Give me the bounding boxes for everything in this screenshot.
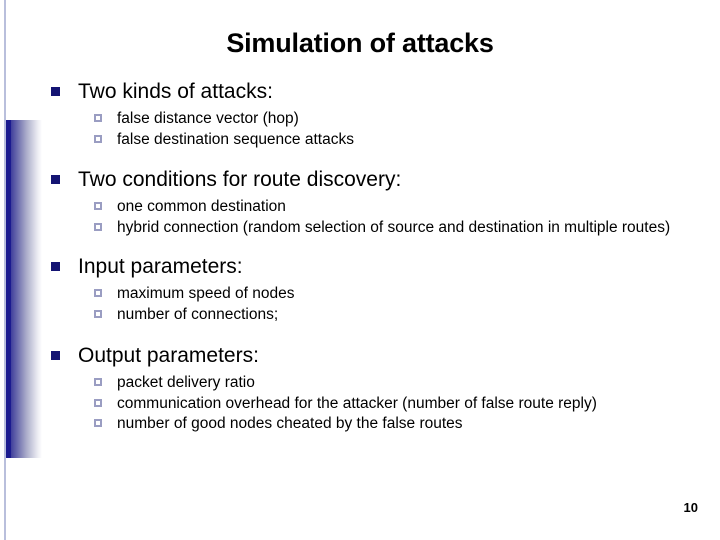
level1-bullet-label: Output parameters:	[78, 344, 259, 367]
hollow-square-bullet-icon	[94, 398, 102, 407]
level2-bullet-item: false distance vector (hop)	[46, 109, 696, 130]
page-number: 10	[683, 500, 698, 515]
level2-bullet-label: maximum speed of nodes	[117, 285, 295, 302]
bullet-group-3: Input parameters: maximum speed of nodes…	[46, 253, 696, 325]
bullet-group-1: Two kinds of attacks: false distance vec…	[46, 78, 696, 150]
level2-bullet-item: maximum speed of nodes	[46, 284, 696, 305]
square-bullet-icon	[51, 262, 60, 271]
level2-bullet-label: false destination sequence attacks	[117, 130, 354, 148]
square-bullet-icon	[51, 87, 60, 96]
left-decorative-band-accent	[6, 120, 11, 458]
hollow-square-bullet-icon	[94, 134, 102, 143]
level2-bullet-label: number of good nodes cheated by the fals…	[117, 415, 463, 432]
bullet-group-2: Two conditions for route discovery: one …	[46, 166, 696, 238]
hollow-square-bullet-icon	[94, 202, 102, 210]
level2-bullet-item: one common destination	[46, 197, 696, 218]
left-decorative-gradient-band	[6, 120, 42, 458]
hollow-square-bullet-icon	[94, 114, 102, 122]
level2-bullet-item: number of connections;	[46, 305, 696, 326]
level2-bullet-label: hybrid connection (random selection of s…	[117, 218, 671, 236]
level1-bullet-item: Input parameters:	[46, 253, 696, 280]
level2-bullet-item: packet delivery ratio	[46, 373, 696, 394]
square-bullet-icon	[51, 175, 60, 184]
hollow-square-bullet-icon	[94, 378, 102, 386]
level2-list: packet delivery ratio communication over…	[46, 373, 696, 435]
hollow-square-bullet-icon	[94, 289, 102, 297]
level2-list: maximum speed of nodes number of connect…	[46, 284, 696, 325]
level1-bullet-label: Two kinds of attacks:	[78, 80, 273, 103]
bullet-group-4: Output parameters: packet delivery ratio…	[46, 342, 696, 435]
level1-bullet-label: Two conditions for route discovery:	[78, 168, 402, 191]
level1-bullet-label: Input parameters:	[78, 255, 243, 278]
hollow-square-bullet-icon	[94, 222, 102, 231]
level2-bullet-label: false distance vector (hop)	[117, 110, 299, 127]
level2-bullet-item: false destination sequence attacks	[46, 130, 696, 151]
slide-title: Simulation of attacks	[226, 28, 494, 58]
level2-bullet-label: number of connections;	[117, 305, 279, 323]
level2-bullet-label: one common destination	[117, 198, 286, 215]
level2-list: false distance vector (hop) false destin…	[46, 109, 696, 150]
square-bullet-icon	[51, 351, 60, 360]
level2-list: one common destination hybrid connection…	[46, 197, 696, 238]
level1-bullet-item: Two conditions for route discovery:	[46, 166, 696, 193]
slide-body: Two kinds of attacks: false distance vec…	[46, 78, 696, 435]
hollow-square-bullet-icon	[94, 309, 102, 318]
level2-bullet-item: number of good nodes cheated by the fals…	[46, 414, 696, 435]
level1-bullet-item: Two kinds of attacks:	[46, 78, 696, 105]
level1-bullet-item: Output parameters:	[46, 342, 696, 369]
level2-bullet-item: communication overhead for the attacker …	[46, 394, 696, 415]
level2-bullet-item: hybrid connection (random selection of s…	[46, 218, 696, 239]
hollow-square-bullet-icon	[94, 419, 102, 427]
left-edge-rule	[4, 0, 6, 540]
level2-bullet-label: packet delivery ratio	[117, 374, 255, 391]
level2-bullet-label: communication overhead for the attacker …	[117, 394, 597, 412]
